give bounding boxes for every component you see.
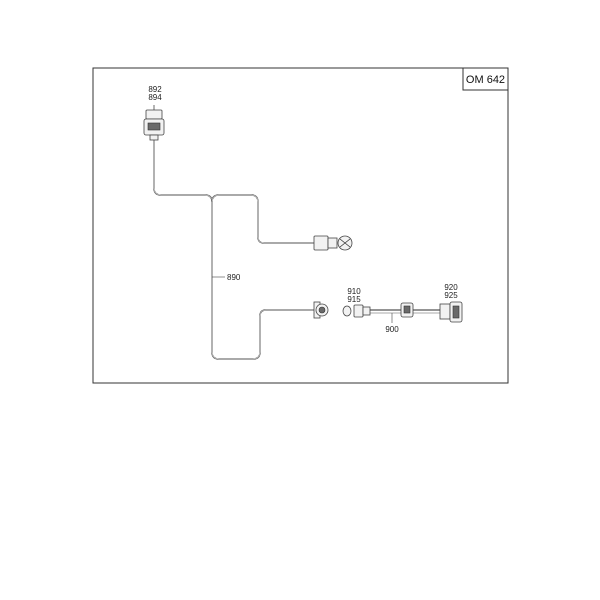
label-890: 890 (227, 273, 241, 282)
diagram-frame (92, 67, 509, 384)
model-tag-text: OM 642 (466, 74, 505, 86)
connector-lower-branch (313, 301, 329, 319)
label-894: 894 (148, 93, 162, 102)
label-925: 925 (444, 291, 458, 300)
label-900: 900 (385, 325, 399, 334)
label-915: 915 (347, 295, 361, 304)
harness-900 (342, 301, 463, 323)
connector-892-894 (143, 105, 165, 141)
model-tag: OM 642 (462, 67, 509, 91)
label-892: 892 (148, 85, 162, 94)
label-910: 910 (347, 287, 361, 296)
harness-890-wires (153, 132, 314, 360)
label-920: 920 (444, 283, 458, 292)
connector-upper-branch (313, 235, 353, 251)
